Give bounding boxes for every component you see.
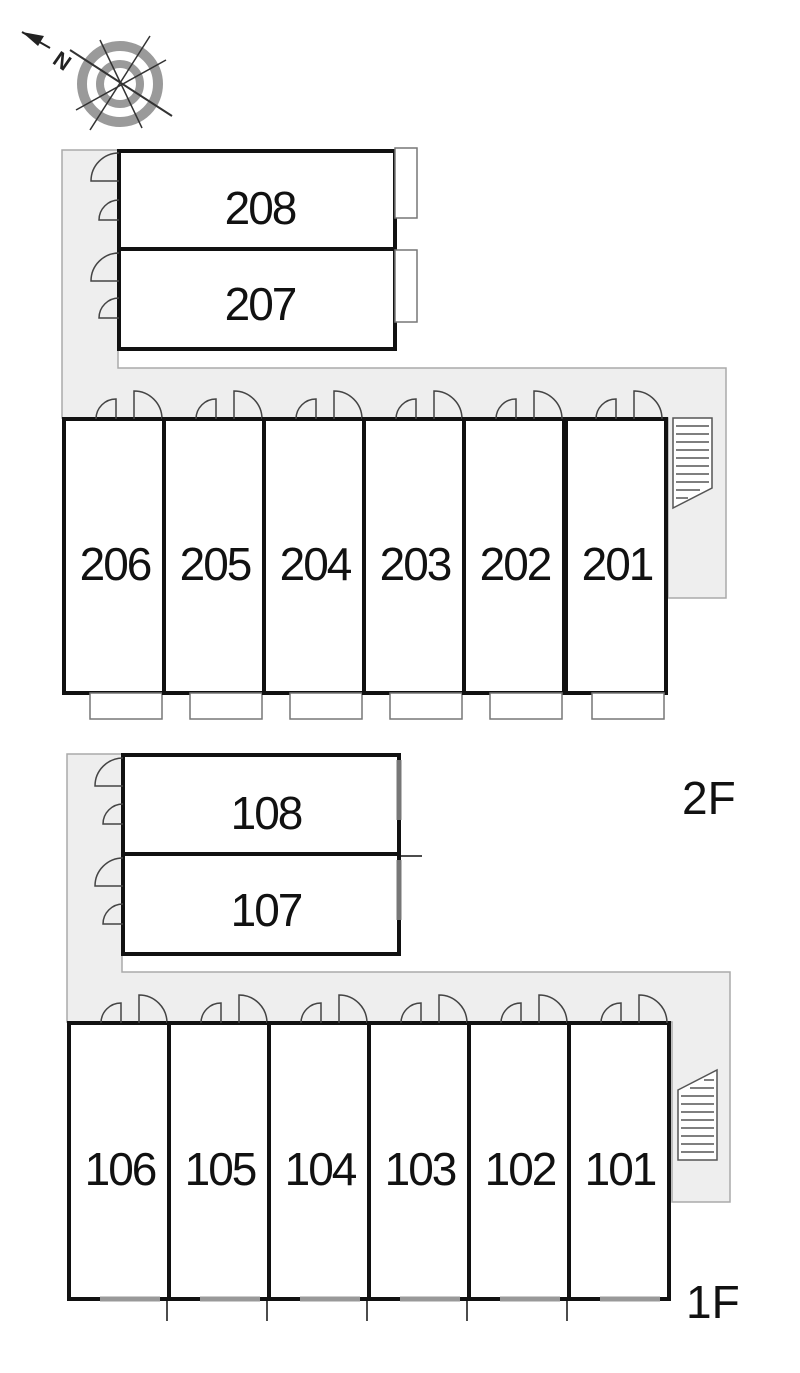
room-207: 207 bbox=[90, 247, 418, 351]
room-label: 207 bbox=[225, 278, 296, 330]
room-label: 204 bbox=[280, 538, 352, 590]
room-107: 107 bbox=[94, 852, 402, 956]
room-label: 108 bbox=[231, 787, 302, 839]
room-108: 108 bbox=[94, 753, 422, 857]
room-label: 206 bbox=[80, 538, 151, 590]
room-label: 104 bbox=[285, 1143, 357, 1195]
room-105: 105 bbox=[167, 994, 271, 1321]
stairs-1f bbox=[677, 1068, 718, 1161]
stairs-2f bbox=[672, 417, 713, 510]
room-201: 201 bbox=[564, 390, 668, 720]
room-label: 105 bbox=[185, 1143, 256, 1195]
room-label: 208 bbox=[225, 182, 296, 234]
room-202: 202 bbox=[462, 390, 566, 720]
room-label: 202 bbox=[480, 538, 551, 590]
floor-label-1f: 1F bbox=[686, 1276, 740, 1328]
room-102: 102 bbox=[467, 994, 571, 1321]
room-104: 104 bbox=[267, 994, 371, 1321]
room-label: 205 bbox=[180, 538, 251, 590]
room-label: 201 bbox=[582, 538, 653, 590]
room-208: 208 bbox=[90, 147, 418, 251]
room-101: 101 bbox=[567, 994, 671, 1302]
room-label: 107 bbox=[231, 884, 302, 936]
room-label: 203 bbox=[380, 538, 451, 590]
room-label: 102 bbox=[485, 1143, 556, 1195]
room-204: 204 bbox=[262, 390, 366, 720]
room-label: 106 bbox=[85, 1143, 156, 1195]
floor-label-2f: 2F bbox=[682, 772, 736, 824]
room-label: 101 bbox=[585, 1143, 656, 1195]
floor-2f: 208 207 206 205 bbox=[61, 147, 736, 824]
room-106: 106 bbox=[67, 994, 171, 1321]
floor-1f: 108 107 106 105 bbox=[66, 753, 740, 1328]
room-103: 103 bbox=[367, 994, 471, 1321]
compass-icon: N bbox=[21, 31, 173, 131]
room-label: 103 bbox=[385, 1143, 456, 1195]
room-205: 205 bbox=[162, 390, 266, 720]
room-203: 203 bbox=[362, 390, 466, 720]
room-206: 206 bbox=[62, 390, 166, 720]
